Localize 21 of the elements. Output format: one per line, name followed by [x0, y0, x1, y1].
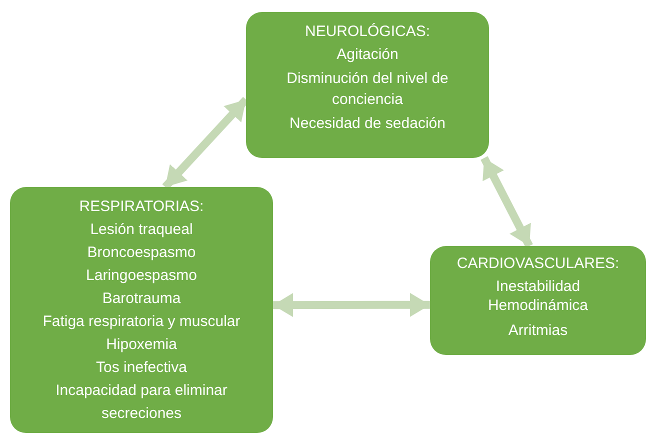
list-item: Agitación — [336, 45, 400, 65]
list-item: Tos inefectiva — [95, 358, 188, 378]
list-item: Broncoespasmo — [86, 243, 197, 263]
list-item: Arritmias — [507, 321, 569, 341]
category-box — [430, 246, 646, 355]
category-heading: CARDIOVASCULARES: — [456, 254, 620, 274]
list-item: Inestabilidad Hemodinámica — [486, 277, 590, 315]
list-item: Hipoxemia — [105, 335, 178, 355]
list-item: Lesión traqueal — [89, 220, 194, 240]
category-box — [246, 12, 489, 158]
list-item: Fatiga respiratoria y muscular — [42, 312, 242, 332]
category-box — [10, 187, 273, 433]
list-item: Disminución del nivel de conciencia — [286, 69, 450, 110]
category-heading: RESPIRATORIAS: — [78, 197, 205, 217]
list-item: Laringoespasmo — [85, 266, 198, 286]
double-arrow — [273, 292, 430, 318]
list-item: Necesidad de sedación — [288, 114, 446, 134]
list-item: Barotrauma — [101, 289, 182, 309]
category-heading: NEUROLÓGICAS: — [304, 22, 432, 42]
list-item: Incapacidad para eliminar secreciones — [54, 381, 228, 424]
double-arrow — [480, 156, 533, 248]
